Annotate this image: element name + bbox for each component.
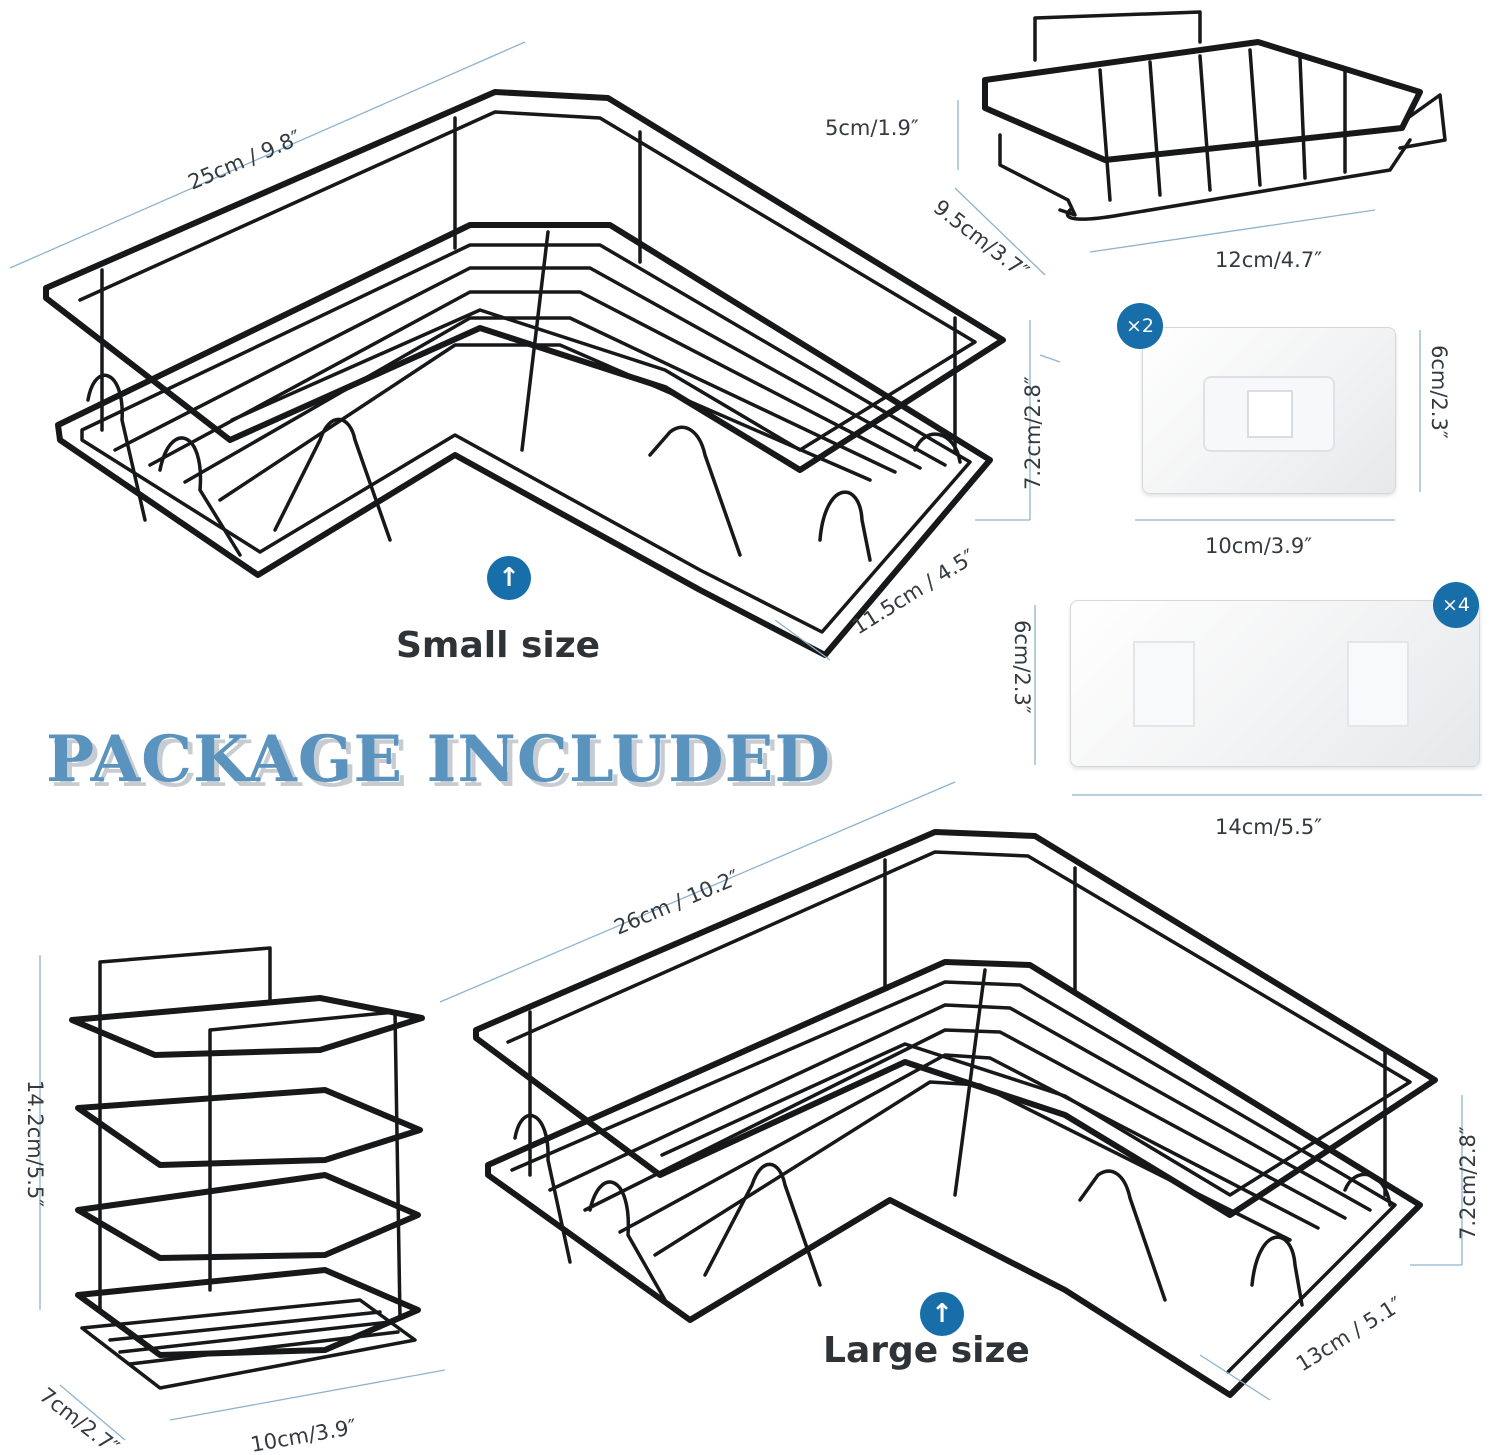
- small-rack-up-arrow-icon: ↑: [487, 556, 531, 600]
- large-size-label: Large size: [823, 1330, 1030, 1371]
- large-rack-height-label: 7.2cm/2.8″: [1456, 1126, 1480, 1240]
- large-hook-clip-left: [1133, 641, 1195, 727]
- toothbrush-holder-depth-label: 7cm/2.7″: [35, 1383, 124, 1455]
- small-rack-depth-label: 11.5cm / 4.5″: [848, 544, 980, 639]
- soap-dish-height-label: 5cm/1.9″: [825, 116, 919, 140]
- small-hook-height-label: 6cm/2.3″: [1427, 345, 1451, 439]
- toothbrush-holder-dimensions: [39, 955, 446, 1441]
- toothbrush-holder-width-label: 10cm/3.9″: [249, 1415, 359, 1455]
- large-rack-dimensions: [439, 781, 1463, 1401]
- small-hook-dimensions: [1135, 330, 1421, 521]
- toothbrush-holder: [69, 946, 425, 1390]
- soap-dish-dimensions: [954, 100, 1376, 276]
- large-corner-rack: [473, 829, 1438, 1398]
- small-size-label: Small size: [396, 625, 601, 666]
- large-hook-clip-right: [1347, 641, 1409, 727]
- package-included-headline: PACKAGE INCLUDED: [46, 722, 831, 797]
- large-hook-quantity-badge: ×4: [1433, 582, 1479, 628]
- soap-dish: [982, 10, 1447, 221]
- small-corner-rack: [43, 89, 1006, 658]
- large-adhesive-hook: [1070, 600, 1480, 767]
- large-hook-height-label: 6cm/2.3″: [1010, 620, 1034, 714]
- large-hook-width-label: 14cm/5.5″: [1215, 815, 1322, 839]
- small-adhesive-hook: [1142, 327, 1396, 494]
- large-rack-width-label: 26cm / 10.2″: [611, 865, 744, 939]
- soap-dish-width-label: 12cm/4.7″: [1215, 248, 1322, 272]
- small-hook-slot: [1247, 390, 1293, 438]
- small-hook-quantity-badge: ×2: [1117, 303, 1163, 349]
- large-rack-depth-label: 13cm / 5.1″: [1292, 1292, 1407, 1376]
- soap-dish-depth-label: 9.5cm/3.7″: [929, 195, 1034, 284]
- toothbrush-holder-height-label: 14.2cm/5.5″: [23, 1080, 47, 1207]
- small-rack-dimensions: [9, 41, 1061, 661]
- small-hook-width-label: 10cm/3.9″: [1205, 534, 1312, 558]
- large-rack-up-arrow-icon: ↑: [920, 1292, 964, 1336]
- large-hook-dimensions: [1034, 605, 1482, 796]
- small-rack-height-label: 7.2cm/2.8″: [1021, 376, 1045, 490]
